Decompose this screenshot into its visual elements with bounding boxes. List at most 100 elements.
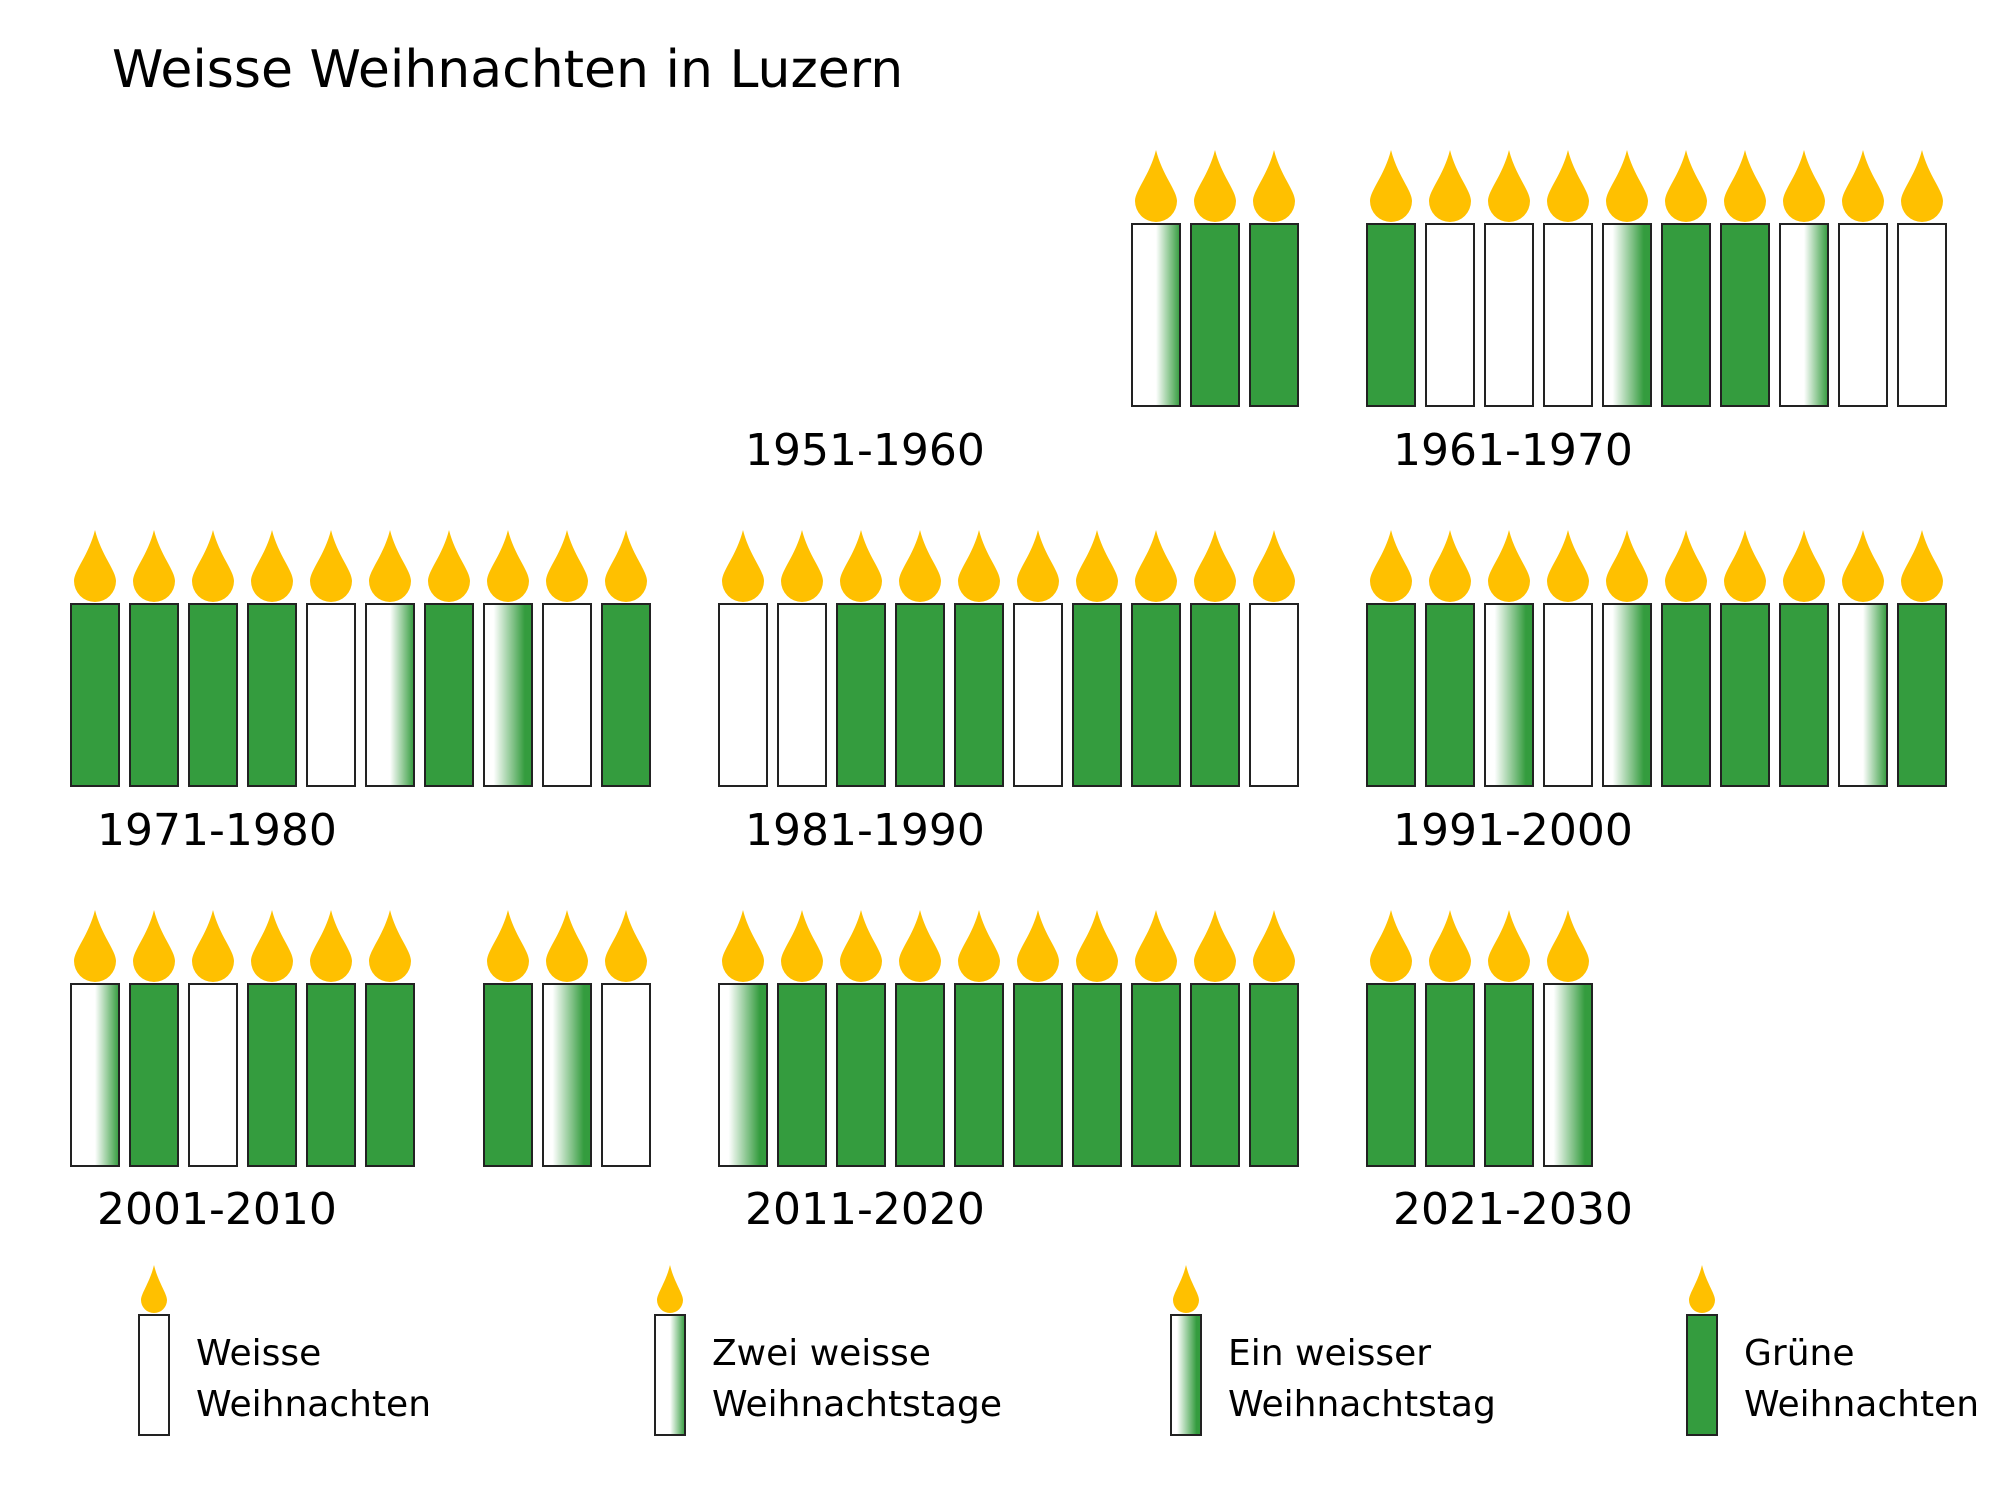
candle-1991-2000-8 (1779, 530, 1829, 787)
candle-body (1249, 223, 1299, 407)
candle-1961-1970-6 (1661, 150, 1711, 407)
flame-icon (546, 910, 588, 982)
candle-body (601, 983, 651, 1167)
candle-body (895, 603, 945, 787)
flame-icon (1135, 910, 1177, 982)
decade-1961-1970: 1961-1970 (1366, 150, 1947, 476)
decade-2001-2010: 2001-2010 (70, 910, 651, 1235)
candle-2021-2030-3 (1484, 910, 1534, 1167)
flame-icon (958, 530, 1000, 602)
flame-icon (1253, 910, 1295, 982)
candle-1991-2000-2 (1425, 530, 1475, 787)
candle-body (1484, 983, 1534, 1167)
flame-icon (369, 530, 411, 602)
candle-1971-1980-2 (129, 530, 179, 787)
candle-body (777, 603, 827, 787)
candle-1981-1990-4 (895, 530, 945, 787)
decade-label: 2011-2020 (745, 1184, 985, 1235)
flame-icon (781, 530, 823, 602)
candle-body (1190, 603, 1240, 787)
candle-1991-2000-7 (1720, 530, 1770, 787)
decade-label: 1981-1990 (745, 805, 985, 856)
candle-body (188, 603, 238, 787)
flame-icon (1665, 150, 1707, 222)
flame-icon (1783, 530, 1825, 602)
candle-2001-2010-6 (365, 910, 415, 1167)
candle-body (1661, 603, 1711, 787)
candle-body (247, 603, 297, 787)
candle-body (70, 603, 120, 787)
flame-icon (1547, 150, 1589, 222)
flame-icon (133, 530, 175, 602)
flame-icon (192, 910, 234, 982)
flame-icon (1017, 910, 1059, 982)
candle-body (1425, 603, 1475, 787)
candle-body (1720, 603, 1770, 787)
flame-icon (1076, 530, 1118, 602)
candle-1951-1960-9 (1190, 150, 1240, 407)
candle-2001-2010-8 (483, 910, 533, 1167)
flame-icon (369, 910, 411, 982)
candle-1961-1970-2 (1425, 150, 1475, 407)
candle-2021-2030-2 (1425, 910, 1475, 1167)
candle-1971-1980-1 (70, 530, 120, 787)
flame-icon (1488, 530, 1530, 602)
candle-body (777, 983, 827, 1167)
candle-body (1190, 983, 1240, 1167)
flame-icon (1547, 910, 1589, 982)
flame-icon (1547, 530, 1589, 602)
flame-icon (899, 910, 941, 982)
candle-1981-1990-1 (718, 530, 768, 787)
decade-1971-1980: 1971-1980 (70, 530, 651, 856)
flame-icon (1017, 530, 1059, 602)
flame-icon (310, 530, 352, 602)
candle-body (1602, 603, 1652, 787)
candle-2011-2020-9 (1190, 910, 1240, 1167)
candle-1991-2000-3 (1484, 530, 1534, 787)
flame-icon (1429, 910, 1471, 982)
candle-2001-2010-1 (70, 910, 120, 1167)
candle-body (542, 983, 592, 1167)
candle-1971-1980-9 (542, 530, 592, 787)
chart-title: Weisse Weihnachten in Luzern (112, 40, 903, 100)
candle-2011-2020-7 (1072, 910, 1122, 1167)
legend-label-line2: Weihnachtstage (712, 1384, 1002, 1425)
flame-icon (1173, 1265, 1199, 1313)
candle-body (129, 603, 179, 787)
candle-1961-1970-9 (1838, 150, 1888, 407)
flame-icon (1901, 150, 1943, 222)
candle-1991-2000-5 (1602, 530, 1652, 787)
legend-label-line1: Weisse (196, 1333, 321, 1374)
flame-icon (74, 530, 116, 602)
candle-body (954, 603, 1004, 787)
flame-icon (1194, 530, 1236, 602)
candle-body (70, 983, 120, 1167)
candle-body (247, 983, 297, 1167)
candle-1971-1980-6 (365, 530, 415, 787)
candle-body (1366, 983, 1416, 1167)
candle-1981-1990-7 (1072, 530, 1122, 787)
candle-1981-1990-3 (836, 530, 886, 787)
flame-icon (840, 910, 882, 982)
decade-label: 1961-1970 (1393, 425, 1633, 476)
flame-icon (192, 530, 234, 602)
candle-body (1131, 223, 1181, 407)
candle-1991-2000-6 (1661, 530, 1711, 787)
candle-body (895, 983, 945, 1167)
flame-icon (1842, 530, 1884, 602)
candle-body (1838, 603, 1888, 787)
candle-body (188, 983, 238, 1167)
flame-icon (1488, 150, 1530, 222)
legend-label-line1: Zwei weisse (712, 1333, 931, 1374)
flame-icon (781, 910, 823, 982)
candle-body (1484, 603, 1534, 787)
flame-icon (722, 530, 764, 602)
flame-icon (1488, 910, 1530, 982)
candle-1981-1990-9 (1190, 530, 1240, 787)
flame-icon (722, 910, 764, 982)
